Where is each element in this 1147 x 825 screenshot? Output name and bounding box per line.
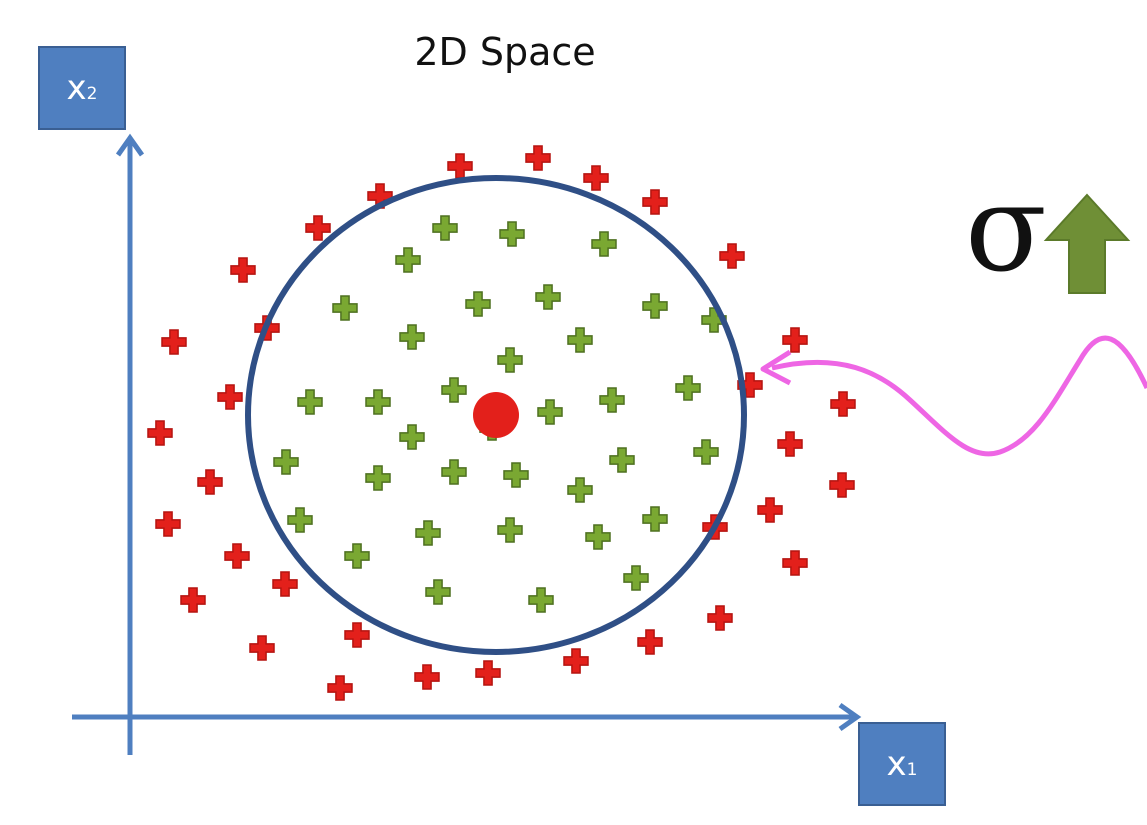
outer-point xyxy=(161,329,187,355)
outer-point xyxy=(155,511,181,537)
outer-point xyxy=(147,420,173,446)
outer-point xyxy=(829,472,855,498)
outer-point xyxy=(777,431,803,457)
inner-point xyxy=(642,506,668,532)
outer-point xyxy=(707,605,733,631)
inner-point xyxy=(432,215,458,241)
x1-axis-label-main: x xyxy=(886,744,907,784)
inner-point xyxy=(441,377,467,403)
up-arrow-icon xyxy=(1043,193,1131,294)
outer-point xyxy=(719,243,745,269)
outer-point xyxy=(249,635,275,661)
inner-point xyxy=(332,295,358,321)
inner-point xyxy=(585,524,611,550)
x2-axis-label-sub: 2 xyxy=(86,84,98,104)
x2-axis-label-main: x xyxy=(66,68,87,108)
outer-point xyxy=(782,327,808,353)
x1-axis-label-sub: 1 xyxy=(906,760,918,780)
outer-point xyxy=(830,391,856,417)
outer-point xyxy=(757,497,783,523)
inner-point xyxy=(415,520,441,546)
landmark-point xyxy=(473,392,519,438)
inner-point xyxy=(365,389,391,415)
outer-point xyxy=(642,189,668,215)
kernel-boundary-circle xyxy=(245,175,747,655)
outer-points-group xyxy=(147,145,856,701)
outer-point xyxy=(197,469,223,495)
inner-point xyxy=(425,579,451,605)
outer-point xyxy=(180,587,206,613)
inner-point xyxy=(591,231,617,257)
outer-point xyxy=(525,145,551,171)
inner-point xyxy=(693,439,719,465)
inner-point xyxy=(395,247,421,273)
outer-point xyxy=(637,629,663,655)
inner-point xyxy=(497,347,523,373)
x-axis-arrowhead xyxy=(838,702,862,732)
inner-point xyxy=(399,324,425,350)
inner-points-group xyxy=(273,215,727,613)
outer-point xyxy=(782,550,808,576)
inner-point xyxy=(599,387,625,413)
inner-point xyxy=(499,221,525,247)
inner-point xyxy=(567,327,593,353)
squiggle-arrow-line xyxy=(771,335,1147,457)
inner-point xyxy=(537,399,563,425)
inner-point xyxy=(297,389,323,415)
outer-point xyxy=(583,165,609,191)
outer-point xyxy=(367,183,393,209)
outer-point xyxy=(414,664,440,690)
inner-point xyxy=(609,447,635,473)
sigma-symbol: σ xyxy=(965,160,1047,299)
inner-point xyxy=(623,565,649,591)
outer-point xyxy=(217,384,243,410)
inner-point xyxy=(344,543,370,569)
outer-point xyxy=(344,622,370,648)
outer-point xyxy=(563,648,589,674)
outer-point xyxy=(224,543,250,569)
outer-point xyxy=(475,660,501,686)
inner-point xyxy=(497,517,523,543)
inner-point xyxy=(675,375,701,401)
inner-point xyxy=(567,477,593,503)
squiggle-arrowhead xyxy=(760,349,792,386)
page-title: 2D Space xyxy=(414,30,596,74)
inner-point xyxy=(365,465,391,491)
inner-point xyxy=(287,507,313,533)
inner-point xyxy=(535,284,561,310)
inner-point xyxy=(503,462,529,488)
outer-point xyxy=(230,257,256,283)
inner-point xyxy=(642,293,668,319)
outer-point xyxy=(327,675,353,701)
inner-point xyxy=(528,587,554,613)
y-axis-arrowhead xyxy=(115,133,145,157)
inner-point xyxy=(441,459,467,485)
inner-point xyxy=(399,424,425,450)
outer-point xyxy=(272,571,298,597)
inner-point xyxy=(465,291,491,317)
outer-point xyxy=(305,215,331,241)
outer-point xyxy=(447,153,473,179)
outer-point xyxy=(737,372,763,398)
inner-point xyxy=(273,449,299,475)
